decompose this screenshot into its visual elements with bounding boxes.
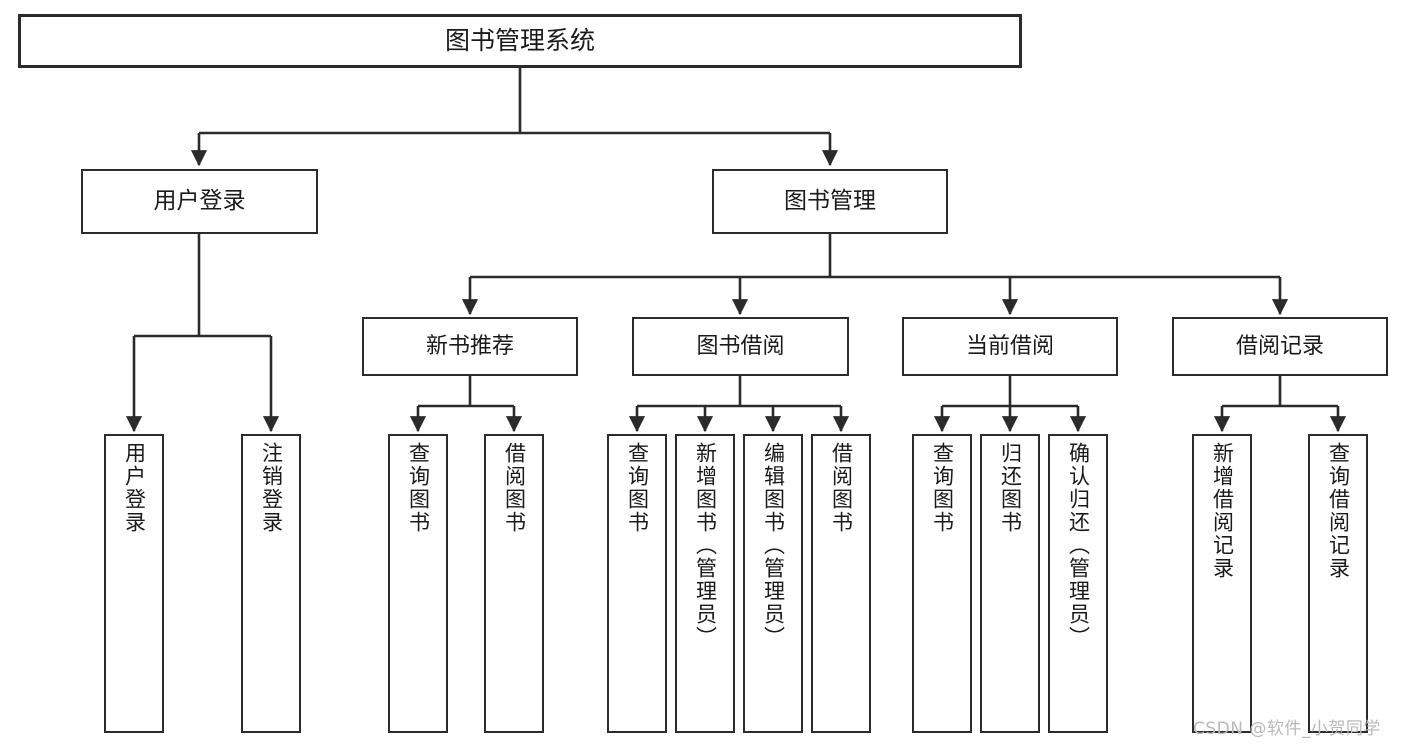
node-label: 新书推荐 [425, 333, 514, 359]
node-new-book-recommend[interactable]: 新书推荐 [362, 317, 578, 376]
node-leaf-add-book[interactable]: 新增图书（管理员） [675, 434, 735, 733]
node-leaf-add-borrow-record[interactable]: 新增借阅记录 [1192, 434, 1252, 733]
node-book-manage[interactable]: 图书管理 [712, 169, 948, 234]
node-label: 注销登录 [259, 442, 284, 534]
node-label: 用户登录 [153, 188, 246, 215]
node-user-login[interactable]: 用户登录 [81, 169, 318, 234]
node-label: 归还图书 [998, 442, 1023, 534]
node-label: 借阅记录 [1235, 333, 1324, 359]
node-label: 查询图书 [625, 442, 650, 534]
node-label: 图书管理系统 [444, 25, 595, 55]
node-leaf-borrow-book-recommend[interactable]: 借阅图书 [484, 434, 544, 733]
node-root-system[interactable]: 图书管理系统 [18, 14, 1022, 68]
node-label: 新增借阅记录 [1210, 442, 1235, 580]
node-label: 查询借阅记录 [1326, 442, 1351, 580]
node-leaf-query-book-borrow[interactable]: 查询图书 [607, 434, 667, 733]
node-label: 用户登录 [122, 442, 147, 534]
node-leaf-return-book[interactable]: 归还图书 [980, 434, 1040, 733]
node-leaf-confirm-return[interactable]: 确认归还（管理员） [1048, 434, 1108, 733]
node-label: 图书管理 [784, 188, 876, 215]
node-label: 借阅图书 [502, 442, 527, 534]
node-book-borrow[interactable]: 图书借阅 [632, 317, 849, 376]
node-label: 借阅图书 [829, 442, 854, 534]
node-borrow-record[interactable]: 借阅记录 [1172, 317, 1388, 376]
node-leaf-edit-book[interactable]: 编辑图书（管理员） [743, 434, 803, 733]
node-leaf-query-borrow-record[interactable]: 查询借阅记录 [1308, 434, 1368, 733]
node-leaf-user-logout[interactable]: 注销登录 [241, 434, 301, 733]
node-label: 图书借阅 [696, 333, 785, 359]
node-label: 新增图书（管理员） [693, 442, 718, 649]
csdn-watermark: CSDN @软件_小贺同学 [1193, 719, 1381, 739]
node-leaf-query-book-current[interactable]: 查询图书 [912, 434, 972, 733]
node-leaf-borrow-book[interactable]: 借阅图书 [811, 434, 871, 733]
node-label: 确认归还（管理员） [1066, 442, 1091, 649]
node-label: 查询图书 [930, 442, 955, 534]
node-leaf-query-book-recommend[interactable]: 查询图书 [388, 434, 448, 733]
node-current-borrow[interactable]: 当前借阅 [902, 317, 1118, 376]
node-leaf-user-login[interactable]: 用户登录 [104, 434, 164, 733]
node-label: 当前借阅 [965, 333, 1054, 359]
node-label: 查询图书 [406, 442, 431, 534]
node-label: 编辑图书（管理员） [761, 442, 786, 649]
